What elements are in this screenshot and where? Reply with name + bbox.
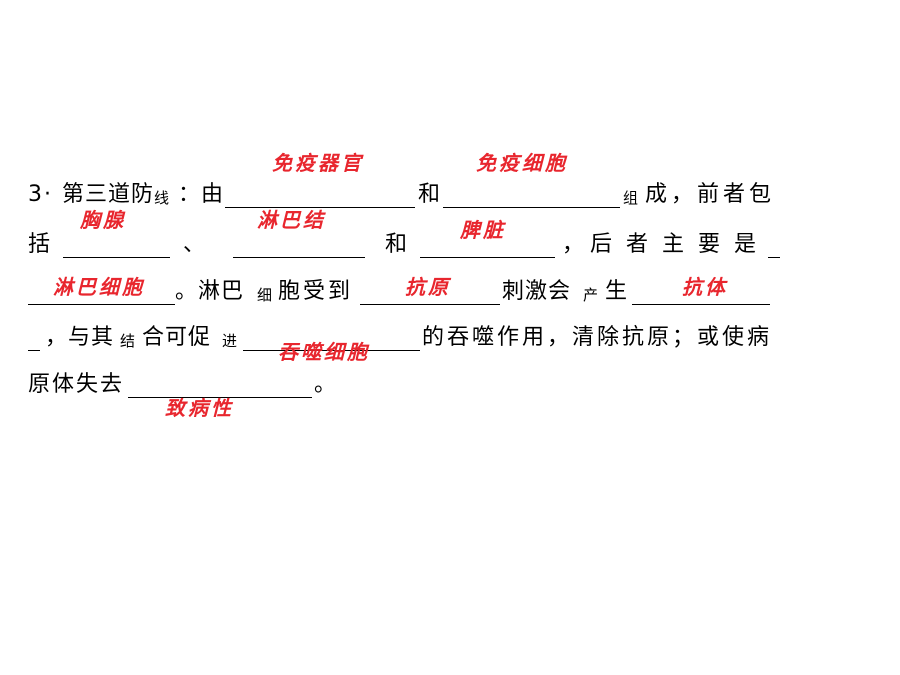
question-text: 后者主要是 [590, 232, 771, 257]
question-text: 合可促 [142, 325, 212, 350]
question-text-small-char: 组 [623, 189, 639, 207]
question-line-1: 3 · 第三道防 线 ：由 和 组 成，前者包 [0, 183, 900, 209]
question-line-5: 原体失去 。 [0, 373, 900, 399]
answer-immune-cells: 免疫细胞 [476, 151, 568, 175]
question-text: 刺激会 [502, 279, 572, 304]
answer-immune-organs: 免疫器官 [272, 151, 364, 175]
question-text: 第三道防 [62, 182, 155, 207]
question-text: 和 [385, 232, 409, 257]
question-text: 和 [418, 182, 442, 207]
question-text: 原体失去 [28, 372, 125, 397]
fill-blank [360, 280, 500, 305]
question-text: 成，前者包 [645, 182, 776, 207]
question-line-3: 。淋巴 细 胞受到 刺激会 产 生 [0, 280, 900, 306]
fill-blank [443, 183, 620, 208]
answer-lymphocytes: 淋巴细胞 [53, 275, 145, 299]
question-text-small-char: 进 [222, 332, 238, 350]
answer-lymph-nodes: 淋巴结 [257, 208, 326, 232]
question-text-small-char: 线 [154, 189, 170, 207]
question-number: 3 [28, 182, 43, 207]
fill-blank [632, 280, 770, 305]
question-text: 括 [28, 232, 52, 257]
fill-blank [63, 233, 170, 258]
answer-phagocytes: 吞噬细胞 [278, 340, 370, 364]
answer-antigen: 抗原 [405, 275, 451, 299]
question-text: 胞受到 [278, 279, 354, 304]
fill-blank [233, 233, 365, 258]
question-text: 。淋巴 [175, 279, 245, 304]
answer-thymus: 胸腺 [80, 208, 126, 232]
fill-blank [243, 326, 420, 351]
question-text-small-char: 结 [120, 332, 136, 350]
question-text: 生 [605, 279, 629, 304]
fill-blank [768, 233, 780, 258]
answer-spleen: 脾脏 [460, 218, 506, 242]
question-line-4: ，与其 结 合可促 进 的吞噬作用，清除抗原；或使病 [0, 326, 900, 352]
fill-blank [28, 326, 40, 351]
question-text-small-char: 产 [583, 286, 599, 304]
question-text: ， [562, 232, 586, 257]
question-text: ，与其 [45, 325, 115, 350]
question-text: 。 [314, 372, 338, 397]
question-text-small-char: 细 [257, 286, 273, 304]
answer-pathogenicity: 致病性 [165, 396, 234, 420]
fill-blank [225, 183, 415, 208]
fill-blank [128, 373, 312, 398]
question-line-2: 括 、 和 ， 后者主要是 [0, 233, 900, 259]
fill-blank [28, 280, 175, 305]
question-text: ：由 [178, 182, 225, 207]
answer-antibody: 抗体 [682, 275, 728, 299]
fill-blank [420, 233, 555, 258]
question-text: 、 [183, 232, 207, 257]
question-number-dot: · [44, 182, 52, 207]
question-text: 的吞噬作用，清除抗原；或使病 [422, 325, 773, 350]
